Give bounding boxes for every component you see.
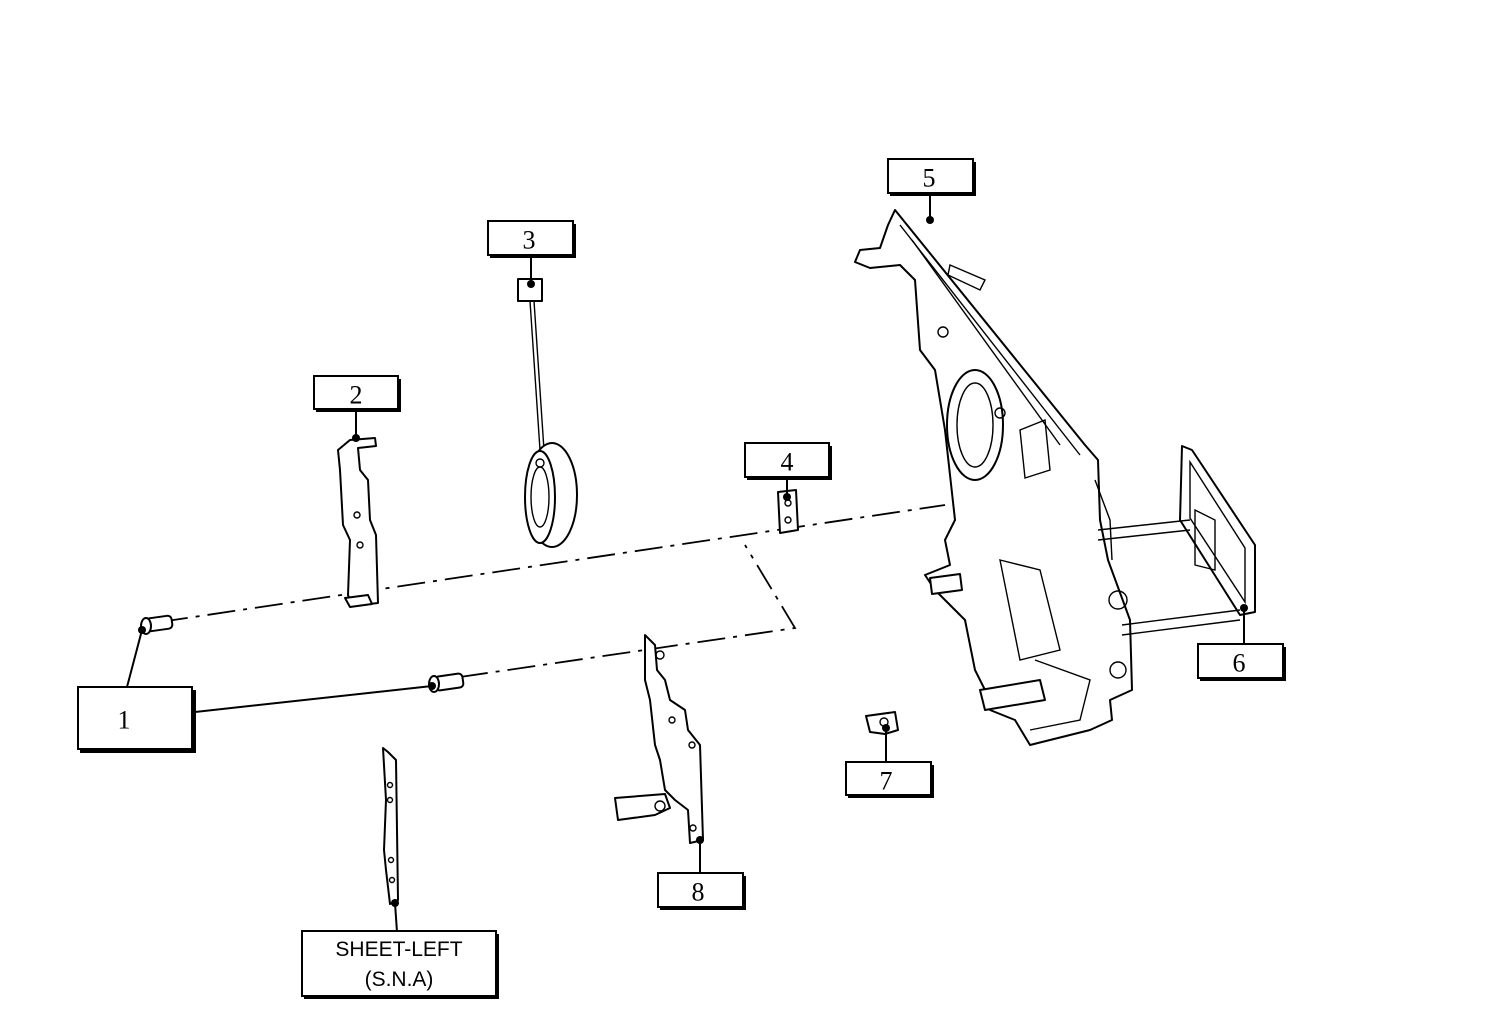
callout-3-label: 3 <box>523 226 536 255</box>
callout-7: 7 <box>845 761 934 798</box>
callout-6: 6 <box>1197 643 1286 681</box>
part-7-clip <box>865 711 899 735</box>
callout-1: 1 <box>77 686 196 753</box>
alignment-lines <box>159 504 946 678</box>
callout-5-label: 5 <box>923 164 936 193</box>
callout-8: 8 <box>657 872 746 910</box>
callout-7-label: 7 <box>880 767 893 796</box>
callout-3: 3 <box>487 220 576 258</box>
part-5-main-frame <box>854 209 1133 746</box>
leader-lines <box>126 194 1245 933</box>
sheet-left-label-line1: SHEET-LEFT <box>335 938 462 961</box>
part-3-roller <box>517 278 578 548</box>
part-6-tray <box>1097 445 1256 636</box>
callout-6-label: 6 <box>1233 649 1246 678</box>
callout-8-label: 8 <box>692 878 705 907</box>
part-8-bracket <box>614 634 704 844</box>
callout-2: 2 <box>313 375 401 412</box>
part-2-bracket <box>337 437 379 608</box>
sheet-left-part <box>382 747 399 905</box>
callout-2-label: 2 <box>350 381 363 410</box>
callout-5: 5 <box>887 158 976 196</box>
part-4-plate <box>777 489 799 534</box>
callout-1-label: 1 <box>118 706 131 735</box>
callout-4-label: 4 <box>781 448 794 477</box>
callout-4: 4 <box>744 442 832 480</box>
callout-sheet-left: SHEET-LEFT (S.N.A) <box>301 930 499 999</box>
sheet-left-label-line2: (S.N.A) <box>365 968 434 991</box>
leader-dots <box>138 216 1248 907</box>
